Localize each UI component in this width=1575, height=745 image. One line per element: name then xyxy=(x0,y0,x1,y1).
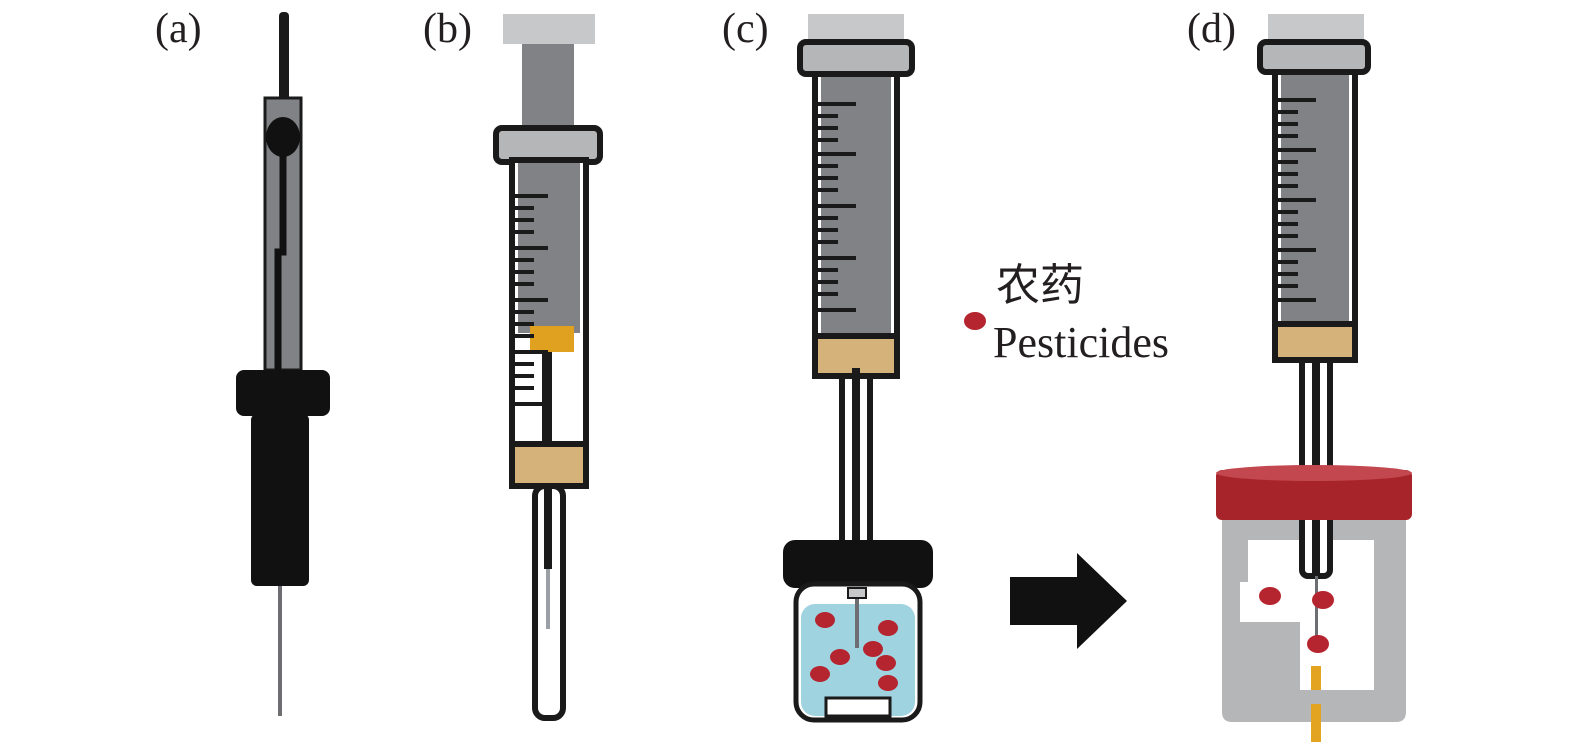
c-needle-core xyxy=(852,368,860,596)
c-exposed-fiber xyxy=(855,592,859,648)
pesticide-dot xyxy=(1307,635,1329,653)
c-graduations xyxy=(817,102,856,312)
b-graduations xyxy=(514,194,548,406)
panel-b-syringe xyxy=(493,14,603,721)
holder-handle xyxy=(251,414,309,586)
b-plunger-rod xyxy=(522,44,574,134)
panel-d-desorption xyxy=(1216,14,1412,742)
b-plunger-cap xyxy=(503,14,595,44)
b-inner-fiber-light xyxy=(546,569,550,629)
holder-slot-track xyxy=(274,155,287,370)
d-flange xyxy=(1257,39,1371,75)
c-plunger-cap xyxy=(808,14,904,40)
holder-knob xyxy=(266,117,300,157)
d-injector-channel xyxy=(1240,540,1374,690)
d-septum-cap xyxy=(1216,470,1412,520)
c-stir-bar xyxy=(824,696,892,718)
legend-english-label: Pesticides xyxy=(993,318,1169,367)
c-fiber-tip xyxy=(847,587,867,599)
legend-pesticide-dot xyxy=(964,312,986,330)
pesticide-dot xyxy=(878,675,898,691)
d-graduations xyxy=(1277,98,1316,302)
d-bottom-seal xyxy=(1272,321,1358,363)
c-flange xyxy=(797,39,915,77)
holder-needle xyxy=(278,586,282,716)
c-vial-cap xyxy=(783,540,933,588)
holder-top-rod xyxy=(279,12,289,102)
panel-label-d: (d) xyxy=(1187,6,1236,52)
d-plunger-cap xyxy=(1268,14,1364,42)
d-needle-core xyxy=(1312,360,1320,476)
b-bottom-seal xyxy=(509,441,589,489)
legend-chinese-label: 农药 xyxy=(996,261,1084,310)
pesticide-dot xyxy=(876,655,896,671)
pesticide-dot xyxy=(878,620,898,636)
panel-c-extraction xyxy=(783,14,933,723)
pesticide-dot xyxy=(810,666,830,682)
holder-collar xyxy=(236,370,330,416)
pesticide-dot xyxy=(815,612,835,628)
b-inner-fiber-dark xyxy=(544,489,552,569)
pesticide-dot xyxy=(830,649,850,665)
b-inner-rod xyxy=(542,352,552,444)
panel-label-b: (b) xyxy=(423,6,472,52)
process-arrow-right xyxy=(1010,553,1127,649)
panel-label-c: (c) xyxy=(722,6,769,52)
d-septum-cap-top xyxy=(1216,465,1412,481)
pesticide-dot xyxy=(1312,591,1334,609)
d-column-tube-lower xyxy=(1311,704,1321,742)
d-pesticide-dots xyxy=(1259,587,1334,653)
panel-label-a: (a) xyxy=(155,6,202,52)
pesticide-dot xyxy=(863,641,883,657)
legend: 农药 Pesticides xyxy=(964,261,1169,367)
pesticide-dot xyxy=(1259,587,1281,605)
c-pesticide-dots xyxy=(810,612,898,691)
panel-a-fiber-holder xyxy=(236,12,330,716)
b-plunger-head xyxy=(530,326,574,352)
d-inner-core xyxy=(1312,490,1320,576)
b-flange xyxy=(493,125,603,165)
d-column-tube-upper xyxy=(1311,666,1321,690)
